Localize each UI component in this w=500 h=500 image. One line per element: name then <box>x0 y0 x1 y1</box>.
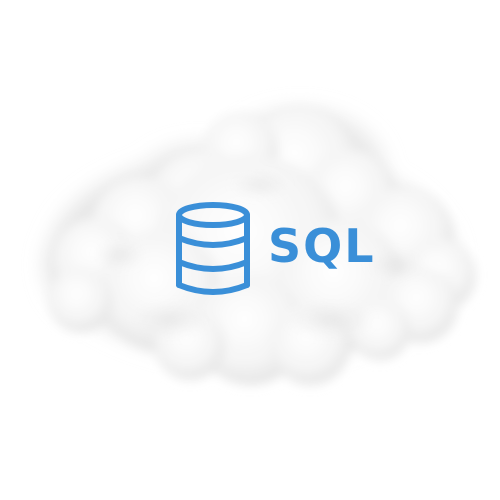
sql-logo-text: SQL <box>268 219 376 273</box>
cloud-shading <box>95 173 423 338</box>
database-icon <box>176 202 250 295</box>
